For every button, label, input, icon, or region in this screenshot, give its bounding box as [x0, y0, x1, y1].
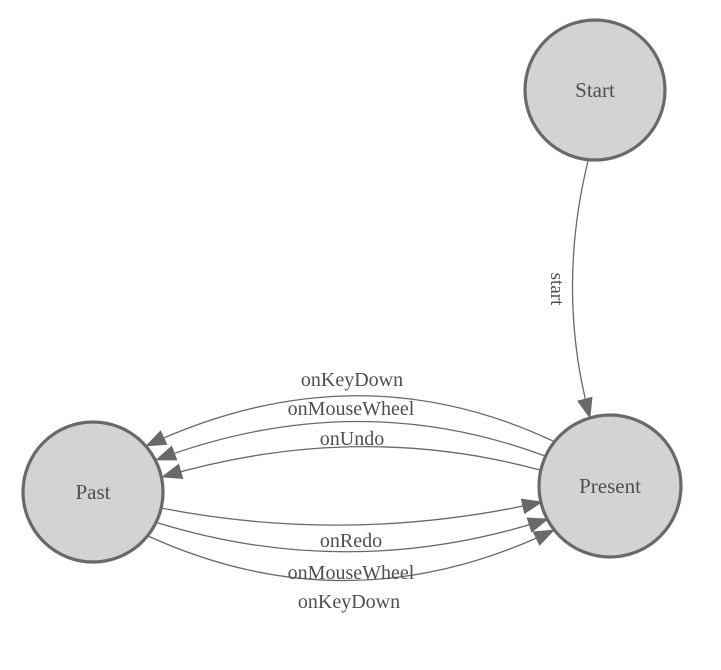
transition-edge-present-to-past-onundo — [161, 446, 541, 480]
transition-label-present-to-past-onkeydown: onKeyDown — [301, 369, 403, 391]
state-node-past: Past — [21, 420, 165, 564]
state-circle-past — [21, 420, 165, 564]
transition-label-past-to-present-onredo: onRedo — [320, 530, 382, 552]
transition-edge-past-to-present-onkeydown — [147, 529, 555, 582]
labels-layer: start onKeyDown onMouseWheel onUndo onRedo on… — [288, 273, 567, 613]
transition-edge-present-to-past-onkeydown — [145, 395, 554, 447]
state-label-present: Present — [579, 474, 641, 498]
state-label-start: Start — [575, 78, 615, 102]
state-label-past: Past — [75, 480, 110, 504]
state-circle-present — [537, 413, 683, 559]
state-node-present: Present — [537, 413, 683, 559]
transition-edge-past-to-present-onmousewheel — [154, 517, 549, 553]
transition-edge-present-to-past-onmousewheel — [155, 420, 546, 461]
state-node-start: Start — [523, 18, 667, 162]
state-circle-start — [523, 18, 667, 162]
transition-edge-start-to-present — [571, 160, 593, 419]
transition-label-start-to-present: start — [546, 273, 567, 306]
transition-label-present-to-past-onundo: onUndo — [320, 428, 384, 450]
transition-edge-past-to-present-onredo — [160, 498, 543, 526]
transition-label-past-to-present-onkeydown: onKeyDown — [298, 591, 400, 613]
transition-label-present-to-past-onmousewheel: onMouseWheel — [288, 398, 415, 420]
transition-label-past-to-present-onmousewheel: onMouseWheel — [288, 562, 415, 584]
edges-layer — [145, 160, 593, 582]
